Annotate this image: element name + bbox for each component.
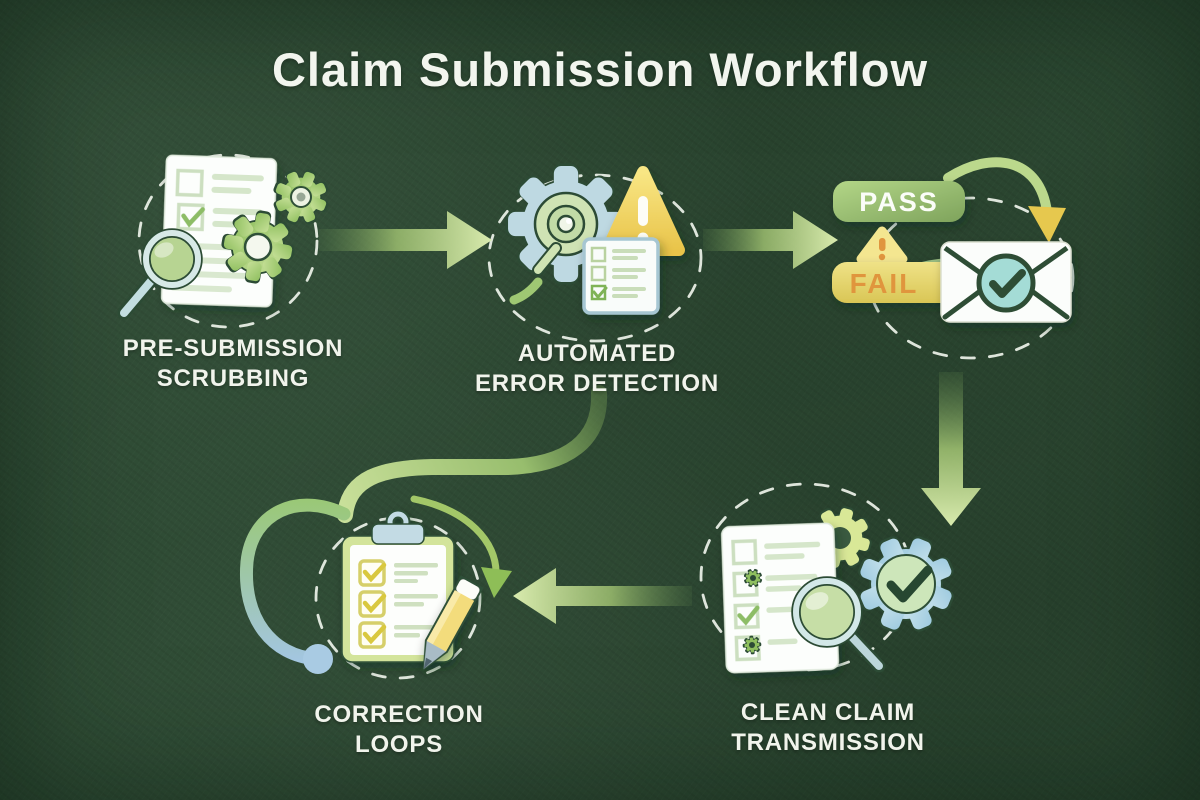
halo-step5: [314, 516, 482, 680]
pencil-icon: [422, 575, 484, 671]
arrow-step3-to-step4: [921, 372, 981, 526]
gear-magnifier-icon: [505, 163, 627, 305]
correction-loop-right-arrow: [410, 495, 512, 598]
halo-step2: [487, 173, 703, 343]
clipboard-checklist-rows: [358, 559, 438, 649]
halo-step1: [137, 153, 319, 329]
arrow-step1-to-step2: [319, 211, 492, 269]
label-automated-error-detection: AUTOMATED ERROR DETECTION: [474, 340, 720, 398]
clean-claim-transmission-icon: [721, 498, 971, 674]
gear-large-icon: [215, 204, 301, 290]
pass-badge-label: PASS: [859, 187, 939, 217]
gear-check-icon: [841, 519, 971, 649]
arrow-step2-to-step3: [703, 211, 838, 269]
automated-error-detection-icon: [505, 163, 685, 315]
arrow-step4-to-step5: [513, 568, 692, 624]
connector-error-to-correction: [337, 385, 608, 523]
tiny-gear-icon: [741, 566, 765, 590]
envelope-check-icon: [940, 241, 1072, 323]
pre-submission-scrubbing-icon: [117, 154, 339, 320]
fail-badge: FAIL: [832, 262, 962, 303]
fail-badge-label: FAIL: [850, 268, 919, 299]
tiny-gear-icon: [738, 631, 766, 659]
label-clean-claim-transmission: CLEAN CLAIM TRANSMISSION: [731, 699, 925, 757]
pass-to-envelope-arrow: [943, 157, 1066, 243]
pass-badge: PASS: [833, 181, 965, 222]
gear-small-icon: [263, 159, 339, 235]
label-pre-submission-scrubbing: PRE-SUBMISSION SCRUBBING: [122, 335, 344, 393]
correction-loop-left-arc: [239, 498, 351, 666]
label-correction-loops: CORRECTION LOOPS: [314, 701, 484, 759]
correction-loop-node: [303, 644, 333, 674]
checklist-card-icon: [582, 237, 660, 315]
page-title: Claim Submission Workflow: [271, 43, 929, 96]
warning-triangle-small-icon: [856, 226, 908, 264]
correction-loops-icon: [341, 509, 484, 671]
magnifier-icon: [791, 576, 886, 673]
magnifier-icon: [117, 228, 203, 320]
